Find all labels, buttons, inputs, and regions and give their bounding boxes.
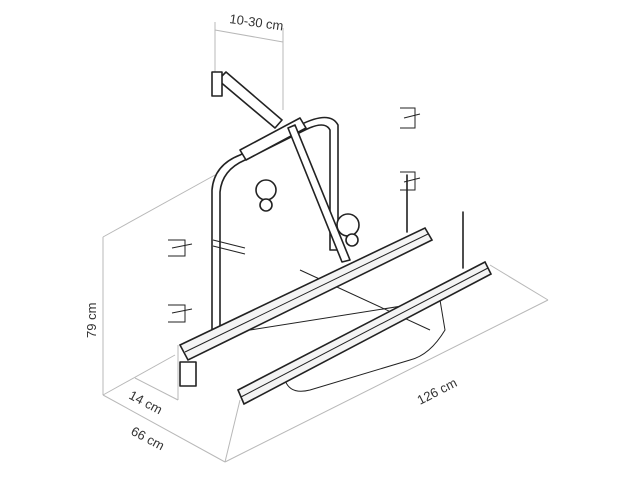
- rail-groove-front: [184, 233, 429, 353]
- arm-offset-dimension: [214, 29, 284, 43]
- arm-offset-label: 10-30 cm: [229, 11, 285, 33]
- diagonal-brace: [287, 124, 351, 263]
- wheel-rail-front: [178, 226, 434, 362]
- base-frame: [249, 299, 446, 392]
- clamp-knob-right: [345, 233, 359, 247]
- dimension-lines: [102, 22, 549, 463]
- width-extension-left: [224, 399, 241, 463]
- bike-clamp-left: [255, 179, 277, 201]
- width-label: 126 cm: [415, 375, 460, 408]
- height-label: 79 cm: [84, 303, 99, 338]
- rail-offset-dimension: [134, 377, 179, 401]
- width-dimension: [224, 299, 549, 463]
- height-top-extension: [102, 174, 216, 238]
- bike-clamp-right: [336, 213, 360, 237]
- width-extension: [489, 264, 549, 301]
- support-arm: [217, 71, 283, 129]
- wall-bracket-1: [168, 239, 193, 257]
- mid-bracket: [212, 239, 246, 255]
- wall-bracket-3: [400, 107, 421, 129]
- clamp-knob-left: [259, 198, 273, 212]
- depth-base-extension: [102, 354, 176, 396]
- wall-bracket-2: [168, 304, 193, 323]
- depth-label: 66 cm: [129, 423, 167, 453]
- rail-groove-rear: [240, 267, 489, 398]
- rail-end-cap: [179, 361, 197, 387]
- wall-bracket-4: [400, 171, 421, 191]
- bike-rack-illustration: [168, 71, 493, 406]
- depth-dimension: [102, 394, 226, 463]
- frame-tube: [211, 116, 339, 331]
- rail-offset-label: 14 cm: [127, 387, 165, 417]
- arm-bracket: [211, 71, 223, 97]
